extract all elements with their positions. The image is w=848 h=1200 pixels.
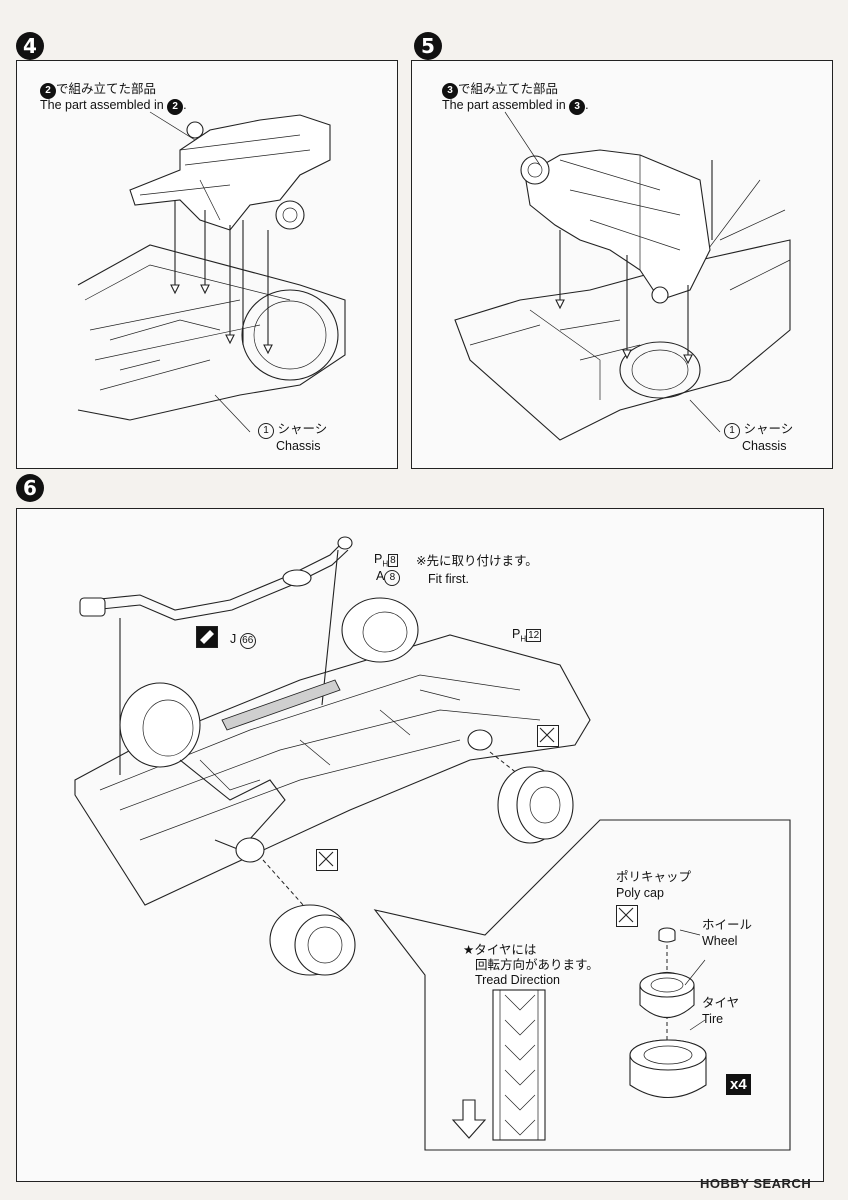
chassis-jp-text: シャーシ	[277, 422, 328, 436]
part-prefix: P	[374, 552, 383, 566]
part-number-badge: 1	[258, 423, 274, 439]
step-ref-badge: 2	[40, 83, 56, 99]
assembled-en-text: The part assembled in	[40, 98, 164, 112]
part-prefix: P	[512, 627, 521, 641]
tire-en: Tire	[702, 1012, 724, 1026]
step-ref-badge: 3	[442, 83, 458, 99]
assembled-jp-text: で組み立てた部品	[458, 82, 559, 96]
step-6-number: 6	[16, 474, 44, 502]
part-prefix: J	[230, 632, 237, 646]
part-j66-label: J 66	[230, 632, 256, 649]
step-5-chassis-jp: 1 シャーシ	[724, 422, 793, 439]
step-4-assembled-en: The part assembled in 2.	[40, 98, 187, 115]
assembled-en-text: The part assembled in	[442, 98, 566, 112]
part-prefix: A	[376, 569, 385, 583]
tread-direction-jp-2: 回転方向があります。	[475, 958, 599, 972]
step-5-panel	[411, 60, 833, 469]
step-4-chassis-jp: 1 シャーシ	[258, 422, 327, 439]
fit-first-note-jp: ※先に取り付けます。	[416, 554, 538, 568]
chassis-jp-text: シャーシ	[743, 422, 794, 436]
tread-direction-jp-1: ★タイヤには	[463, 943, 537, 957]
polycap-jp: ポリキャップ	[616, 870, 692, 884]
part-sub: H	[382, 559, 389, 569]
step-ref-badge: 2	[167, 99, 184, 115]
step-5-number: 5	[414, 32, 442, 60]
part-number-badge: 1	[724, 423, 740, 439]
tread-direction-en: Tread Direction	[475, 973, 560, 987]
part-number: 66	[239, 633, 256, 649]
step-4-chassis-en: Chassis	[276, 439, 321, 453]
tire-jp: タイヤ	[702, 996, 740, 1010]
step-5-assembled-en: The part assembled in 3.	[442, 98, 589, 115]
part-number: 12	[526, 629, 542, 642]
step-4-number: 4	[16, 32, 44, 60]
part-sub: H	[520, 634, 527, 644]
watermark: HOBBY SEARCH	[700, 1176, 812, 1191]
part-number: 8	[388, 554, 398, 567]
wheel-jp: ホイール	[702, 918, 753, 932]
quantity-badge: x4	[726, 1074, 751, 1095]
step-5-chassis-en: Chassis	[742, 439, 787, 453]
wheel-en: Wheel	[702, 934, 738, 948]
assembled-jp-text: で組み立てた部品	[56, 82, 157, 96]
part-number: 8	[384, 570, 401, 586]
step-4-panel	[16, 60, 398, 469]
polycap-en: Poly cap	[616, 886, 664, 900]
fit-first-note-en: Fit first.	[428, 572, 469, 586]
step-ref-badge: 3	[569, 99, 586, 115]
